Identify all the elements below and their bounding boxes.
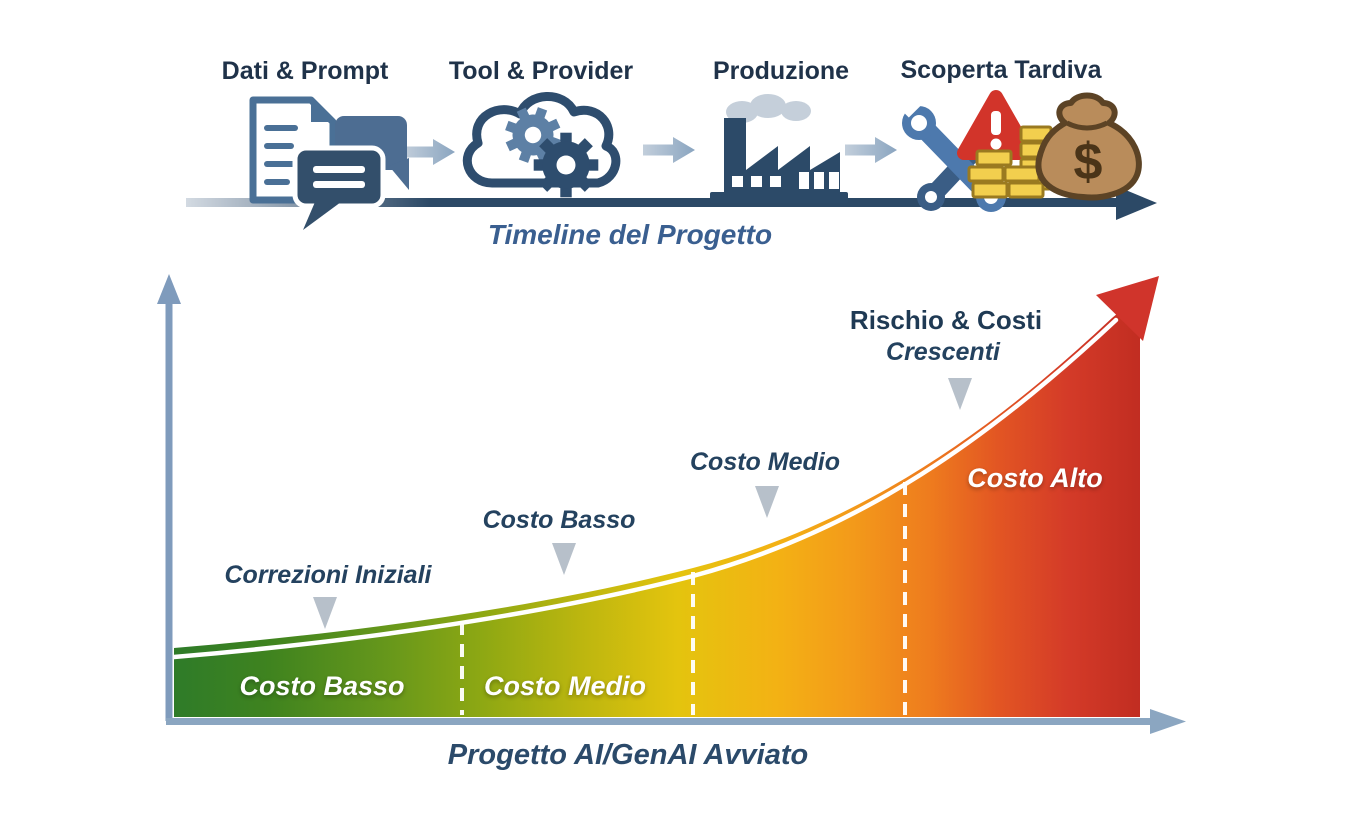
x-axis-arrow — [1150, 709, 1186, 734]
x-axis-label: Progetto AI/GenAI Avviato — [447, 739, 809, 771]
annotation-correzioni-iniziali: Correzioni Iniziali — [224, 561, 432, 589]
stage-label-dati-prompt: Dati & Prompt — [221, 57, 389, 85]
timeline-band — [186, 137, 1157, 220]
curve-arrow-head — [1096, 276, 1159, 341]
connector-arrow-icon — [403, 139, 455, 165]
warning-icon — [957, 90, 1035, 160]
pointer-triangle-icon — [552, 543, 576, 575]
pointer-triangle-icon — [755, 486, 779, 518]
pointer-triangle-icon — [948, 378, 972, 410]
tools-warning-money-icon: $ — [890, 86, 1142, 212]
zone-label-costo-alto: Costo Alto — [967, 463, 1103, 493]
cost-area — [174, 295, 1140, 717]
timeline-caption: Timeline del Progetto — [487, 219, 773, 250]
stage-label-tool-provider: Tool & Provider — [448, 57, 634, 85]
gear-icon — [533, 132, 599, 198]
connector-arrow-icon — [643, 137, 695, 163]
y-axis-arrow — [157, 274, 181, 304]
gold-bars-icon — [967, 125, 1053, 199]
annotation-rischio-costi-line1: Rischio & Costi — [849, 305, 1043, 335]
zone-label-costo-basso: Costo Basso — [239, 671, 405, 701]
annotation-costo-basso: Costo Basso — [482, 506, 636, 534]
factory-icon — [710, 94, 848, 203]
timeline-arrow-head — [1116, 186, 1157, 220]
cloud-gears-icon — [462, 92, 621, 198]
cost-curve-chart — [157, 274, 1186, 734]
stage-label-scoperta-tardiva: Scoperta Tardiva — [900, 56, 1102, 84]
zone-label-costo-medio: Costo Medio — [484, 671, 646, 701]
smoke-icon — [726, 94, 811, 123]
documents-chat-icon — [249, 96, 409, 230]
connector-arrow-icon — [845, 137, 897, 163]
cost-curve-line — [171, 317, 1119, 660]
stage-label-produzione: Produzione — [712, 57, 850, 85]
timeline-bar — [186, 198, 1118, 207]
money-bag-icon: $ — [1035, 92, 1142, 201]
pointer-triangle-icon — [313, 597, 337, 629]
annotation-rischio-costi-line2: Crescenti — [886, 338, 1000, 366]
annotation-costo-medio: Costo Medio — [690, 448, 840, 476]
dollar-symbol: $ — [1074, 133, 1103, 191]
